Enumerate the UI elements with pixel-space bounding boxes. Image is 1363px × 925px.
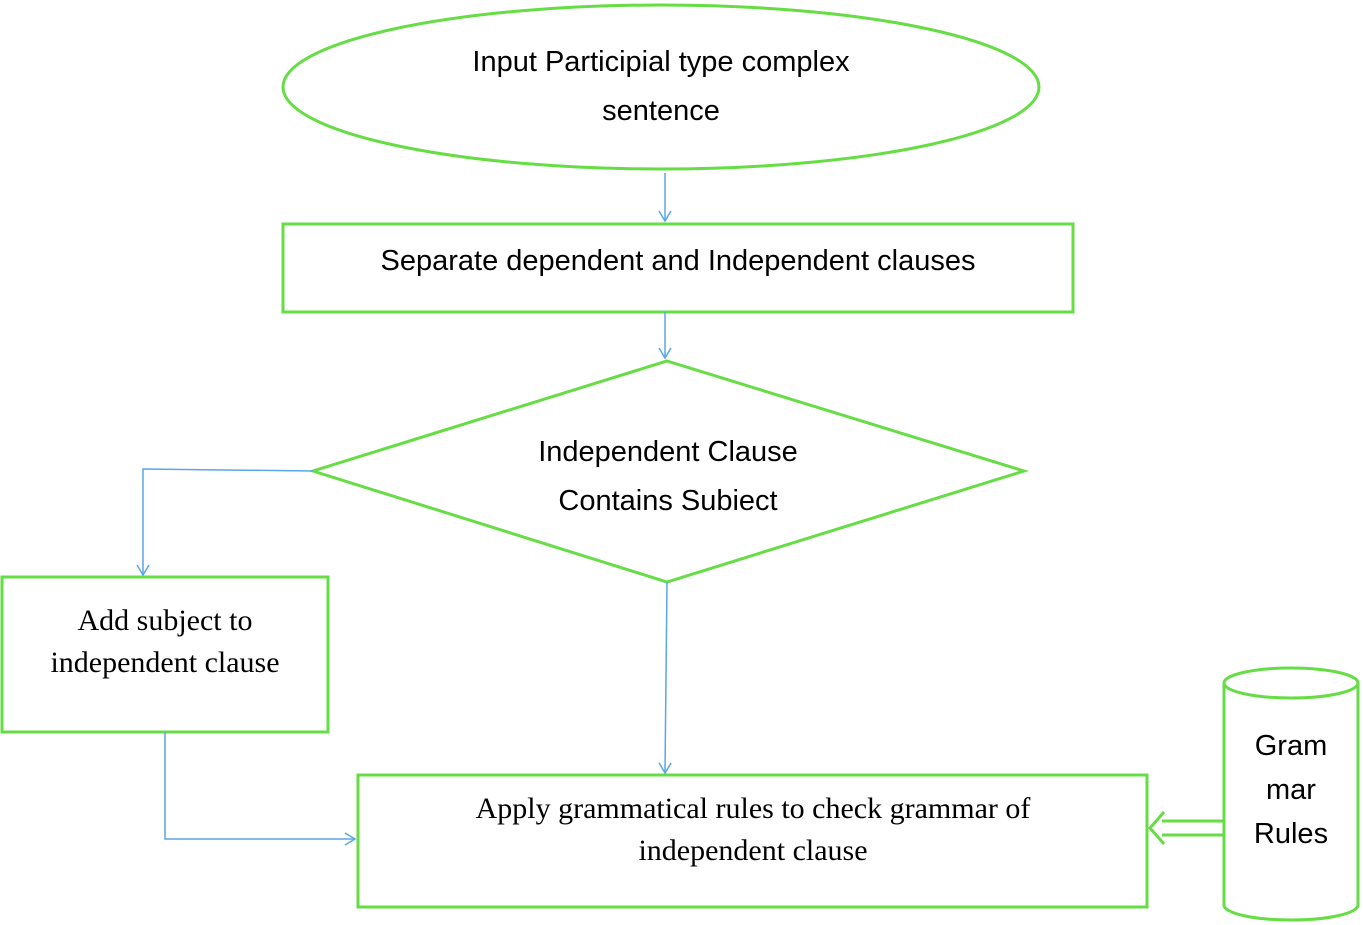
- grammar-db-label-line-3: Rules: [1253, 818, 1329, 850]
- grammar-db-label: Gram mar Rules: [1226, 724, 1356, 856]
- add-subject-label-line-1: Add subject to: [77, 604, 253, 637]
- apply-rules-label: Apply grammatical rules to check grammar…: [362, 787, 1144, 873]
- input-label: Input Participial type complex sentence: [300, 38, 1022, 136]
- decision-label-line-1: Independent Clause: [538, 436, 798, 468]
- apply-rules-label-line-1: Apply grammatical rules to check grammar…: [475, 792, 1031, 825]
- separate-rectangle: [281, 222, 1075, 314]
- add-subject-label: Add subject to independent clause: [4, 599, 326, 685]
- double-arrow-grammar-to-apply-rules: [1148, 811, 1224, 845]
- apply-rules-rectangle: [356, 773, 1149, 909]
- arrow-add-subject-to-apply-rules: [164, 732, 357, 846]
- input-label-line-2: sentence: [602, 95, 720, 127]
- decision-label: Independent Clause Contains Subiect: [420, 428, 916, 526]
- decision-label-line-2: Contains Subiect: [558, 485, 778, 517]
- input-label-line-1: Input Participial type complex: [472, 46, 850, 78]
- arrow-decision-to-apply-rules: [658, 581, 672, 775]
- arrow-decision-to-add-subject: [136, 468, 314, 577]
- grammar-rules-cylinder: [1222, 666, 1360, 922]
- grammar-db-label-line-2: mar: [1266, 774, 1316, 806]
- separate-label: Separate dependent and Independent claus…: [285, 236, 1071, 286]
- separate-label-line-1: Separate dependent and Independent claus…: [380, 244, 976, 277]
- add-subject-label-line-2: independent clause: [50, 646, 280, 679]
- input-ellipse: [281, 3, 1041, 171]
- apply-rules-label-line-2: independent clause: [638, 834, 868, 867]
- grammar-db-label-line-1: Gram: [1254, 730, 1328, 762]
